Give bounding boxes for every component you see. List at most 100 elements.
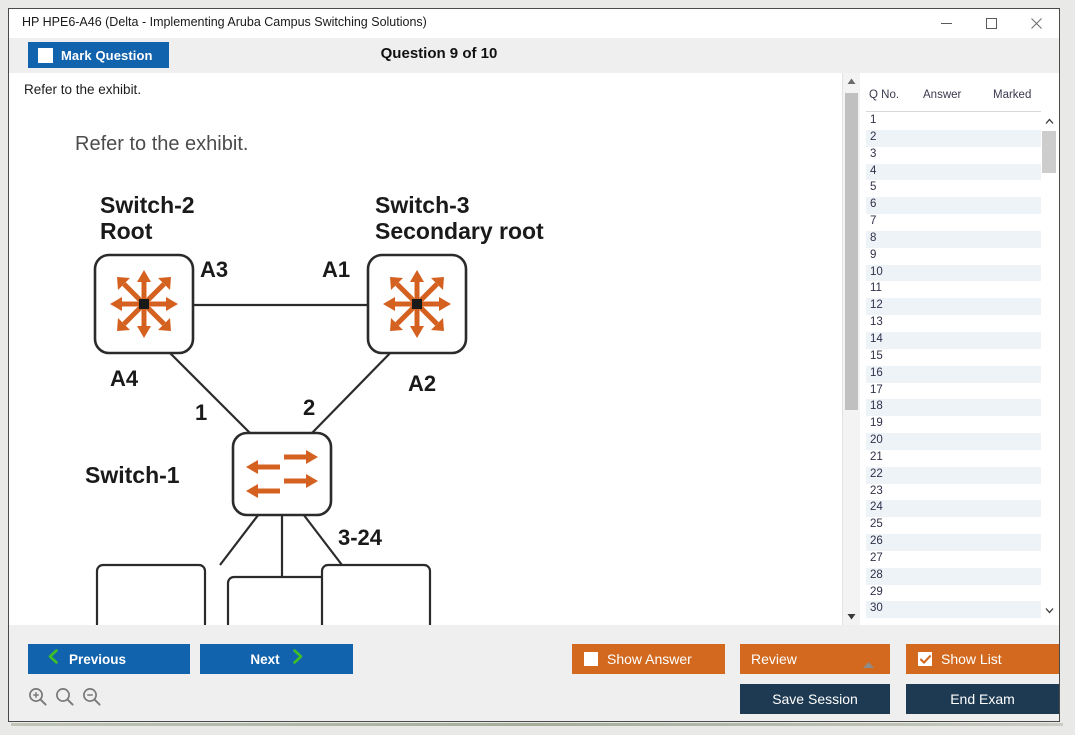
save-session-label: Save Session bbox=[772, 691, 858, 707]
question-list-row[interactable]: 4 bbox=[866, 163, 1041, 181]
list-scroll-thumb[interactable] bbox=[1042, 131, 1056, 173]
show-list-checkbox[interactable] bbox=[918, 652, 932, 666]
question-number: 24 bbox=[870, 501, 883, 514]
question-list-row[interactable]: 3 bbox=[866, 147, 1041, 164]
question-list-row[interactable]: 12 bbox=[866, 298, 1041, 316]
question-number: 16 bbox=[870, 366, 883, 379]
title-bar: HP HPE6-A46 (Delta - Implementing Aruba … bbox=[9, 9, 1059, 38]
save-session-button[interactable]: Save Session bbox=[740, 684, 890, 714]
previous-button[interactable]: Previous bbox=[28, 644, 190, 674]
question-list-row[interactable]: 9 bbox=[866, 248, 1041, 265]
question-list-row[interactable]: 19 bbox=[866, 416, 1041, 433]
show-answer-checkbox[interactable] bbox=[584, 652, 598, 666]
question-list-row[interactable]: 20 bbox=[866, 433, 1041, 450]
scroll-up-icon[interactable] bbox=[843, 73, 860, 90]
question-list-row[interactable]: 17 bbox=[866, 383, 1041, 400]
page-title: Question 9 of 10 bbox=[380, 45, 498, 62]
question-number: 8 bbox=[870, 231, 877, 244]
question-list-row[interactable]: 14 bbox=[866, 331, 1041, 349]
review-label: Review bbox=[751, 651, 797, 667]
svg-text:A4: A4 bbox=[110, 366, 139, 391]
list-scroll-down-icon[interactable] bbox=[1041, 602, 1057, 618]
question-list-row[interactable]: 8 bbox=[866, 230, 1041, 248]
next-button[interactable]: Next bbox=[200, 644, 353, 674]
question-list-row[interactable]: 30 bbox=[866, 601, 1041, 618]
exhibit-diagram: Switch-2 Root Switch-3 Secondary root Sw… bbox=[85, 192, 544, 625]
question-list-row[interactable]: 7 bbox=[866, 214, 1041, 231]
mark-question-button[interactable]: Mark Question bbox=[28, 42, 169, 68]
question-list-scrollbar[interactable] bbox=[1041, 113, 1057, 618]
show-list-button[interactable]: Show List bbox=[906, 644, 1059, 674]
question-list-row[interactable]: 29 bbox=[866, 585, 1041, 602]
question-number: 26 bbox=[870, 535, 883, 548]
scroll-down-icon[interactable] bbox=[843, 608, 860, 625]
question-list-row[interactable]: 26 bbox=[866, 534, 1041, 551]
header-divider bbox=[866, 111, 1041, 112]
content-scrollbar[interactable] bbox=[842, 73, 860, 625]
question-list-row[interactable]: 10 bbox=[866, 264, 1041, 282]
svg-text:Root: Root bbox=[100, 218, 153, 244]
question-list-row[interactable]: 18 bbox=[866, 399, 1041, 417]
window-controls bbox=[924, 9, 1059, 38]
close-icon[interactable] bbox=[1014, 9, 1059, 38]
column-header-qno: Q No. bbox=[869, 89, 900, 101]
question-number: 19 bbox=[870, 417, 883, 430]
exhibit-image: Refer to the exhibit. bbox=[50, 125, 610, 625]
question-list-row[interactable]: 27 bbox=[866, 551, 1041, 568]
question-list-row[interactable]: 24 bbox=[866, 500, 1041, 518]
svg-text:3-24: 3-24 bbox=[338, 525, 383, 550]
maximize-icon[interactable] bbox=[969, 9, 1014, 38]
show-answer-label: Show Answer bbox=[607, 651, 692, 667]
question-number: 3 bbox=[870, 147, 877, 160]
svg-text:2: 2 bbox=[303, 395, 315, 420]
question-number: 15 bbox=[870, 349, 883, 362]
chevron-left-icon bbox=[48, 649, 59, 669]
question-list-row[interactable]: 28 bbox=[866, 567, 1041, 585]
question-list-row[interactable]: 16 bbox=[866, 365, 1041, 383]
question-list-row[interactable]: 5 bbox=[866, 180, 1041, 197]
question-number: 5 bbox=[870, 181, 877, 194]
question-number: 2 bbox=[870, 130, 877, 143]
svg-text:A1: A1 bbox=[322, 257, 350, 282]
zoom-in-icon[interactable] bbox=[28, 687, 47, 711]
question-number: 4 bbox=[870, 164, 877, 177]
question-number: 21 bbox=[870, 450, 883, 463]
column-header-answer: Answer bbox=[923, 89, 962, 101]
question-number: 7 bbox=[870, 215, 877, 228]
question-list-row[interactable]: 6 bbox=[866, 197, 1041, 215]
chevron-right-icon bbox=[292, 649, 303, 669]
exhibit-caption: Refer to the exhibit. bbox=[75, 133, 249, 155]
list-scroll-up-icon[interactable] bbox=[1041, 113, 1057, 129]
content-scroll-thumb[interactable] bbox=[845, 93, 858, 410]
svg-text:Switch-3: Switch-3 bbox=[375, 192, 470, 218]
review-dropdown[interactable]: Review bbox=[740, 644, 890, 674]
show-answer-button[interactable]: Show Answer bbox=[572, 644, 725, 674]
zoom-reset-icon[interactable] bbox=[55, 687, 74, 711]
chevron-up-icon bbox=[862, 656, 875, 674]
question-list-row[interactable]: 1 bbox=[866, 113, 1041, 130]
zoom-out-icon[interactable] bbox=[82, 687, 101, 711]
question-number: 23 bbox=[870, 484, 883, 497]
question-number: 9 bbox=[870, 248, 877, 261]
end-exam-button[interactable]: End Exam bbox=[906, 684, 1059, 714]
question-list-row[interactable]: 23 bbox=[866, 484, 1041, 501]
question-list-row[interactable]: 2 bbox=[866, 129, 1041, 147]
question-number: 18 bbox=[870, 400, 883, 413]
svg-text:Switch-2: Switch-2 bbox=[100, 192, 195, 218]
question-list-row[interactable]: 15 bbox=[866, 349, 1041, 366]
minimize-icon[interactable] bbox=[924, 9, 969, 38]
question-number: 11 bbox=[870, 282, 882, 295]
svg-text:A2: A2 bbox=[408, 371, 436, 396]
question-list-row[interactable]: 11 bbox=[866, 281, 1041, 298]
question-number: 25 bbox=[870, 518, 883, 531]
question-list-row[interactable]: 21 bbox=[866, 450, 1041, 467]
question-list-row[interactable]: 22 bbox=[866, 466, 1041, 484]
window-title: HP HPE6-A46 (Delta - Implementing Aruba … bbox=[22, 15, 427, 29]
mark-question-checkbox[interactable] bbox=[38, 47, 53, 63]
question-list-row[interactable]: 25 bbox=[866, 517, 1041, 534]
question-list-row[interactable]: 13 bbox=[866, 315, 1041, 332]
question-number: 17 bbox=[870, 383, 883, 396]
